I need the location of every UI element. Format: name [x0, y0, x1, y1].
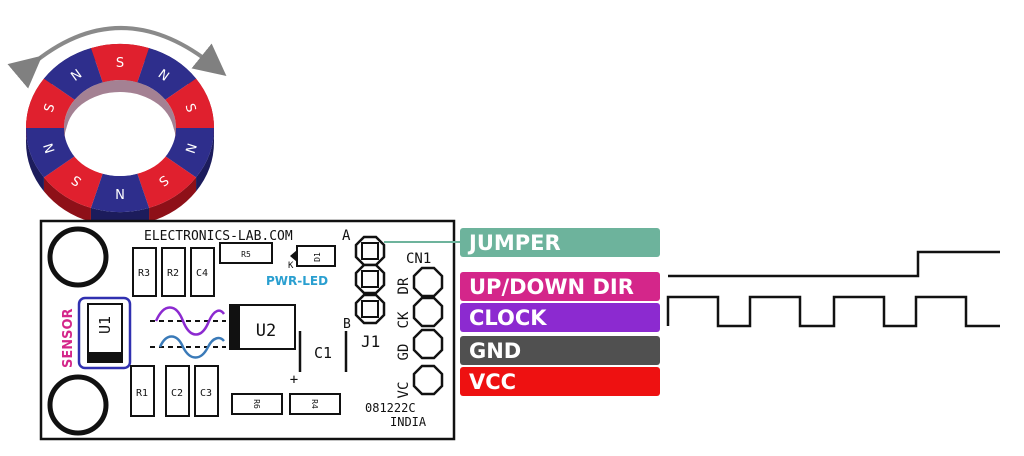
- r2-label: R2: [167, 268, 179, 279]
- board-country: INDIA: [390, 415, 427, 429]
- label-box-up-down-dir: [460, 272, 660, 301]
- ring-segment-north: [90, 173, 150, 213]
- r3-label: R3: [138, 268, 150, 279]
- u2-label: U2: [256, 321, 276, 341]
- pin-label-vc: VC: [396, 382, 412, 399]
- c2-label: C2: [171, 388, 183, 399]
- ring-segment-north: [26, 128, 75, 178]
- mounting-hole-top: [47, 226, 109, 288]
- ring-segment-north: [165, 128, 214, 178]
- connector-pin: [412, 266, 444, 298]
- jumper-b-label: B: [343, 317, 351, 332]
- label-box-vcc: [460, 367, 660, 396]
- r6-label: R6: [252, 399, 261, 409]
- pcb-board: ELECTRONICS-LAB.COM A R5 D1 K PWR-LED R3…: [39, 219, 456, 441]
- label-text: JUMPER: [467, 231, 561, 255]
- j1-label: J1: [361, 332, 380, 351]
- clock-signal: [666, 295, 1000, 328]
- u1-label: U1: [96, 316, 114, 334]
- ring-segment-south: [26, 78, 75, 128]
- ring-segment-north: [43, 48, 103, 100]
- jumper-j1: [354, 235, 386, 325]
- c1-label: C1: [314, 344, 332, 362]
- ring-pole-north: N: [41, 141, 58, 155]
- pin-label-ck: CK: [396, 311, 412, 328]
- ring-segment-south: [90, 43, 150, 83]
- mounting-hole-bottom: [47, 374, 109, 436]
- jumper-pin-pad: [361, 270, 379, 288]
- c4-label: C4: [196, 268, 208, 279]
- label-box-clock: [460, 303, 660, 332]
- wave-top: [154, 306, 226, 336]
- pin-labels: JUMPER UP/DOWN DIR CLOCK GND VCC: [460, 228, 660, 396]
- brand-text: ELECTRONICS-LAB.COM: [144, 229, 293, 244]
- d1-label: D1: [313, 252, 322, 262]
- ring-segment-south: [165, 78, 214, 128]
- rotation-arrow: [7, 26, 227, 89]
- ring-pole-south: S: [116, 56, 124, 71]
- r4-label: R4: [310, 399, 319, 409]
- r5-label: R5: [241, 250, 251, 259]
- label-text: CLOCK: [469, 306, 547, 330]
- ring-hole: [66, 92, 174, 176]
- ring-pole-north: N: [181, 141, 198, 155]
- wave-bottom: [158, 335, 225, 359]
- c3-label: C3: [200, 388, 212, 399]
- ring-side-south: [149, 177, 197, 222]
- ring-side-north: [196, 128, 214, 192]
- pin-label-dr: DR: [396, 277, 412, 294]
- label-text: VCC: [469, 370, 516, 394]
- ring-segment-south: [137, 156, 197, 208]
- jumper-pin-pad: [361, 242, 379, 260]
- r1-label: R1: [136, 388, 148, 399]
- ring-segment-north: [137, 48, 197, 100]
- connector-pin: [412, 296, 444, 328]
- jumper-pin-pad: [361, 300, 379, 318]
- dir-signal: [668, 250, 1000, 278]
- cn1-label: CN1: [406, 251, 431, 267]
- jumper-a-label: A: [342, 228, 351, 244]
- ring-side-north: [26, 128, 44, 192]
- u1-highlight: [77, 296, 132, 370]
- ring-segment-south: [43, 156, 103, 208]
- ring-pole-north: N: [115, 185, 125, 200]
- jumper-k-label: K: [288, 261, 294, 271]
- pin-label-gd: GD: [396, 344, 412, 361]
- connector-pin: [412, 328, 444, 360]
- board-code: 081222C: [365, 401, 416, 415]
- connector-pin: [412, 364, 444, 396]
- ring-side-south: [43, 177, 91, 222]
- connector-cn1: [412, 266, 444, 396]
- label-text: UP/DOWN DIR: [469, 275, 634, 299]
- label-box-gnd: [460, 336, 660, 365]
- ring-inner-depth: [64, 80, 176, 142]
- pwr-led-label: PWR-LED: [266, 274, 328, 288]
- c1-plus: +: [290, 372, 298, 388]
- label-box-jumper: [460, 228, 660, 257]
- sensor-label: SENSOR: [61, 308, 76, 368]
- label-text: GND: [469, 339, 521, 363]
